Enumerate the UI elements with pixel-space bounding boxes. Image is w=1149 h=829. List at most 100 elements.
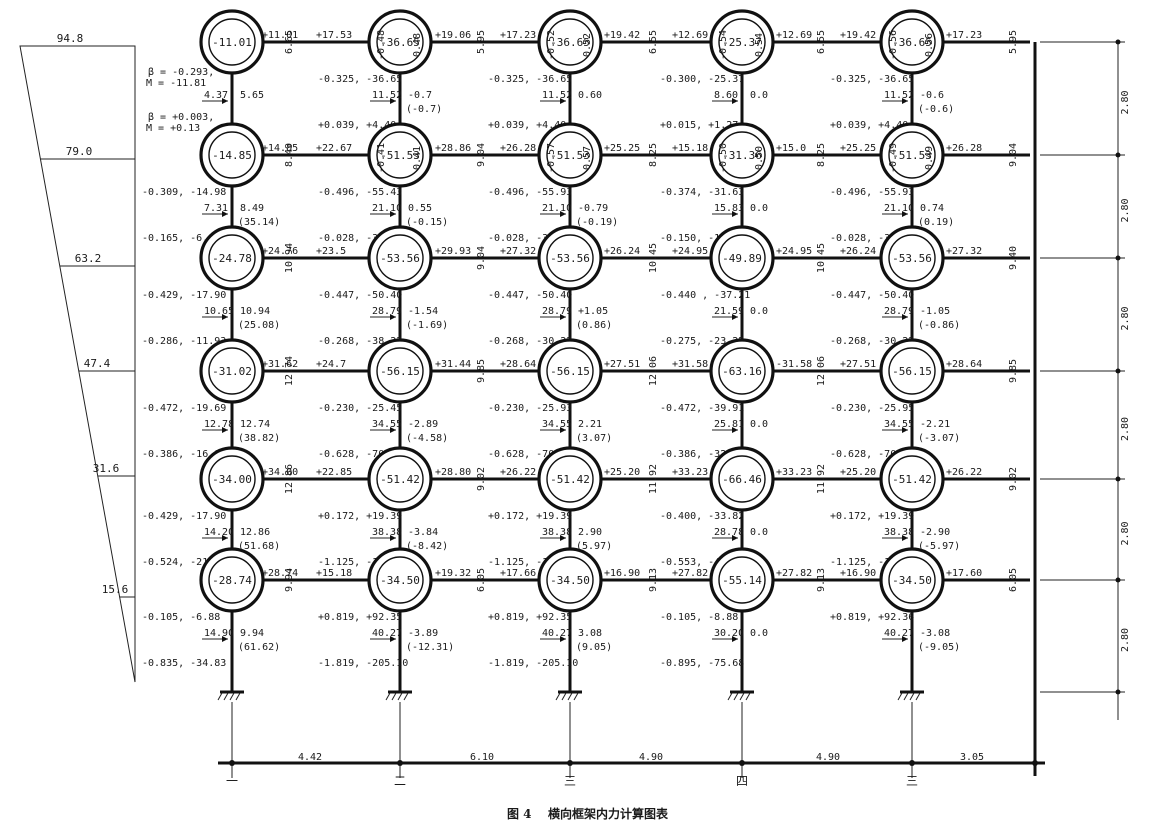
beam-end-moment: +26.24 [604,246,640,257]
bay-dim-tick [229,760,235,766]
beam-span-value: 6.05 [476,568,487,592]
beam-span-value: 12.06 [816,356,827,386]
column-top-force: +0.172, +19.39 [488,511,572,522]
axis-label: 一 [226,774,238,788]
column-moment: 0.0 [750,90,768,101]
shear-arrowhead [390,314,396,320]
bay-width-label: 6.10 [470,752,494,763]
beam-end-moment: +15.0 [776,143,806,154]
wind-load-value: 63.2 [75,252,102,265]
joint-moment-value: -28.74 [212,574,252,587]
joint-factor-right: 0.57 [582,146,593,170]
shear-arrowhead [902,636,908,642]
column-shear: 8.60 [714,90,738,101]
joint-moment-value: -34.00 [212,473,252,486]
column-moment-paren: (61.62) [238,642,280,653]
beam-span-value: 6.05 [1008,568,1019,592]
column-moment: 0.0 [750,203,768,214]
column-moment-paren: (-8.42) [406,541,448,552]
column-top-force: -0.105, -8.88 [660,612,738,623]
column-moment-paren: (-0.7) [406,104,442,115]
support-hatch [217,692,223,701]
joint-factor-right: 0.50 [754,146,765,170]
support-hatch [745,692,751,701]
column-top-force: -0.447, -50.40 [318,290,402,301]
wind-load-value: 15.6 [102,583,129,596]
column-moment-paren: (-5.97) [918,541,960,552]
beam-end-moment: +27.51 [840,359,876,370]
column-moment-paren: (-1.69) [406,320,448,331]
joint-inner-ring [888,455,936,503]
joint-factor-right: 0.56 [924,33,935,57]
column-shear: 30.20 [714,628,744,639]
beam-end-moment: +15.18 [316,568,352,579]
joint-moment-value: -56.15 [380,365,420,378]
beam-span-value: 9.04 [476,246,487,270]
joint-moment-value: -51.53 [550,149,590,162]
beam-span-value: 9.04 [476,143,487,167]
story-dim-tick [1115,689,1121,695]
column-moment: 5.65 [240,90,264,101]
joint-moment-value: -56.15 [550,365,590,378]
joint-inner-ring [208,18,256,66]
joint-inner-ring [376,18,424,66]
column-top-force: +0.172, +19.39 [318,511,402,522]
column-top-force: -0.230, -25.95 [830,403,914,414]
shear-arrowhead [560,211,566,217]
joint-moment-value: -49.89 [722,252,762,265]
support-hatch [561,692,567,701]
column-bottom-force: -0.028, -3.16 [830,233,908,244]
column-bottom-force: -1.819, -205.10 [488,658,578,669]
joint-inner-ring [718,18,766,66]
joint-inner-ring [376,556,424,604]
shear-arrowhead [222,636,228,642]
column-top-force: -0.429, -17.90 [142,290,226,301]
column-moment-paren: (-0.86) [918,320,960,331]
column-shear: 40.27 [542,628,572,639]
column-top-force: -0.300, -25.37 [660,74,744,85]
joint-moment-value: -34.50 [550,574,590,587]
column-top-force: -0.472, -39.91 [660,403,744,414]
bay-width-label: 3.05 [960,752,984,763]
column-shear: 25.81 [714,419,744,430]
beam-span-value: 11.92 [648,464,659,494]
column-top-force: -0.325, -36.65 [318,74,402,85]
beam-span-value: 10.45 [816,243,827,273]
wind-load-value: 31.6 [93,462,120,475]
column-bottom-force: -0.028, -3.16 [488,233,566,244]
beam-end-moment: +29.93 [435,246,471,257]
column-top-force: -0.496, -55.93 [830,187,914,198]
column-top-force: +0.819, +92.35 [318,612,402,623]
column-top-force: -0.447, -50.40 [488,290,572,301]
beam-end-moment: +23.5 [316,246,346,257]
shear-arrowhead [732,98,738,104]
beam-end-moment: +25.25 [604,143,640,154]
joint-inner-ring [546,556,594,604]
column-shear: 34.55 [542,419,572,430]
joint-inner-ring [718,347,766,395]
beam-end-moment: +19.42 [604,30,640,41]
column-shear: 28.78 [714,527,744,538]
beam-end-moment: +28.64 [946,359,982,370]
column-moment: -0.79 [578,203,608,214]
column-moment: 2.21 [578,419,602,430]
moment-annotation: M = +0.13 [146,123,200,134]
column-shear: 21.10 [372,203,402,214]
beam-span-value: 8.49 [284,143,295,167]
beam-end-moment: +27.51 [604,359,640,370]
beam-span-value: 12.74 [284,356,295,386]
column-moment-paren: (-0.19) [576,217,618,228]
column-shear: 28.79 [542,306,572,317]
column-moment: -2.89 [408,419,438,430]
beam-end-moment: -31.58 [776,359,812,370]
column-shear: 11.52 [372,90,402,101]
support-hatch [727,692,733,701]
joint-factor-left: -0.49 [888,143,899,173]
axis-label: 二 [394,774,406,788]
support-hatch [385,692,391,701]
beam-span-value: 9.02 [476,467,487,491]
joint-inner-ring [888,347,936,395]
column-moment: 2.90 [578,527,602,538]
story-height-label: 2.80 [1120,90,1131,114]
